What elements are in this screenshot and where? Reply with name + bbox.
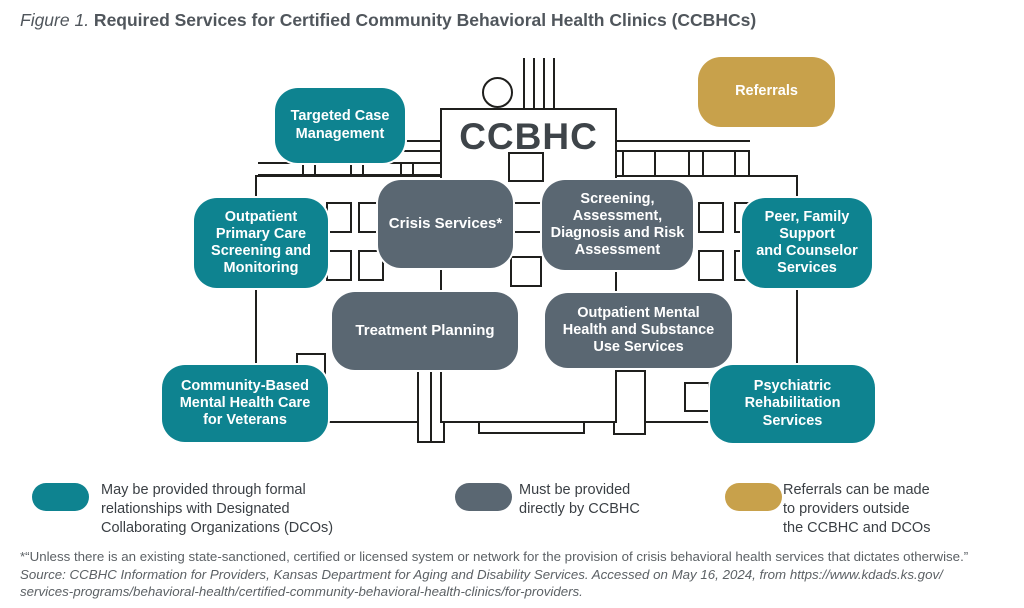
column <box>654 152 656 176</box>
window <box>698 250 724 281</box>
flagpole <box>543 58 545 110</box>
flagpole <box>523 58 525 110</box>
legend-swatch-referral <box>725 483 782 511</box>
flagpole <box>533 58 535 110</box>
legend-swatch-ccbhc <box>455 483 512 511</box>
column <box>622 152 624 176</box>
column <box>702 152 704 176</box>
legend-label-ccbhc: Must be provided directly by CCBHC <box>519 482 640 517</box>
service-box-outpatient-mental-health: Outpatient Mental Health and Substance U… <box>545 293 732 368</box>
legend-label-dco: May be provided through formal relations… <box>101 482 334 536</box>
service-box-peer-family-support: Peer, Family Support and Counselor Servi… <box>742 198 872 288</box>
door-divider <box>430 370 432 443</box>
column <box>350 162 352 176</box>
legend-swatch-dco <box>32 483 89 511</box>
column <box>302 162 304 176</box>
window <box>698 202 724 233</box>
column <box>400 162 402 176</box>
service-box-targeted-case-management: Targeted Case Management <box>275 88 405 163</box>
column <box>748 152 750 176</box>
column <box>688 152 690 176</box>
window <box>510 256 542 287</box>
building-step-left <box>402 140 440 152</box>
service-box-crisis-services: Crisis Services* <box>378 180 513 268</box>
service-box-screening-assessment: Screening, Assessment, Diagnosis and Ris… <box>542 180 693 270</box>
window <box>326 202 352 233</box>
ccbhc-sign: CCBHC <box>459 116 598 157</box>
column <box>314 162 316 176</box>
flagpole <box>553 58 555 110</box>
window <box>684 382 710 412</box>
clock-circle <box>482 77 513 108</box>
footnote: *“Unless there is an existing state-sanc… <box>20 549 969 564</box>
service-box-community-based-veterans: Community-Based Mental Health Care for V… <box>162 365 328 442</box>
source-citation: Source: CCBHC Information for Providers,… <box>20 567 943 600</box>
figure-number: Figure 1. <box>20 10 90 30</box>
figure-title: Figure 1. Required Services for Certifie… <box>20 10 756 31</box>
building-colonnade-right <box>612 140 750 152</box>
service-box-outpatient-primary-care: Outpatient Primary Care Screening and Mo… <box>194 198 328 288</box>
column <box>362 162 364 176</box>
legend-label-referral: Referrals can be made to providers outsi… <box>783 482 931 536</box>
column <box>412 162 414 176</box>
figure-title-text: Required Services for Certified Communit… <box>89 10 757 30</box>
window <box>508 152 544 182</box>
service-box-psychiatric-rehabilitation: Psychiatric Rehabilitation Services <box>710 365 875 443</box>
service-box-treatment-planning: Treatment Planning <box>332 292 518 370</box>
door <box>613 370 646 435</box>
window <box>326 250 352 281</box>
window <box>510 202 542 233</box>
service-box-referrals: Referrals <box>698 57 835 127</box>
column <box>734 152 736 176</box>
